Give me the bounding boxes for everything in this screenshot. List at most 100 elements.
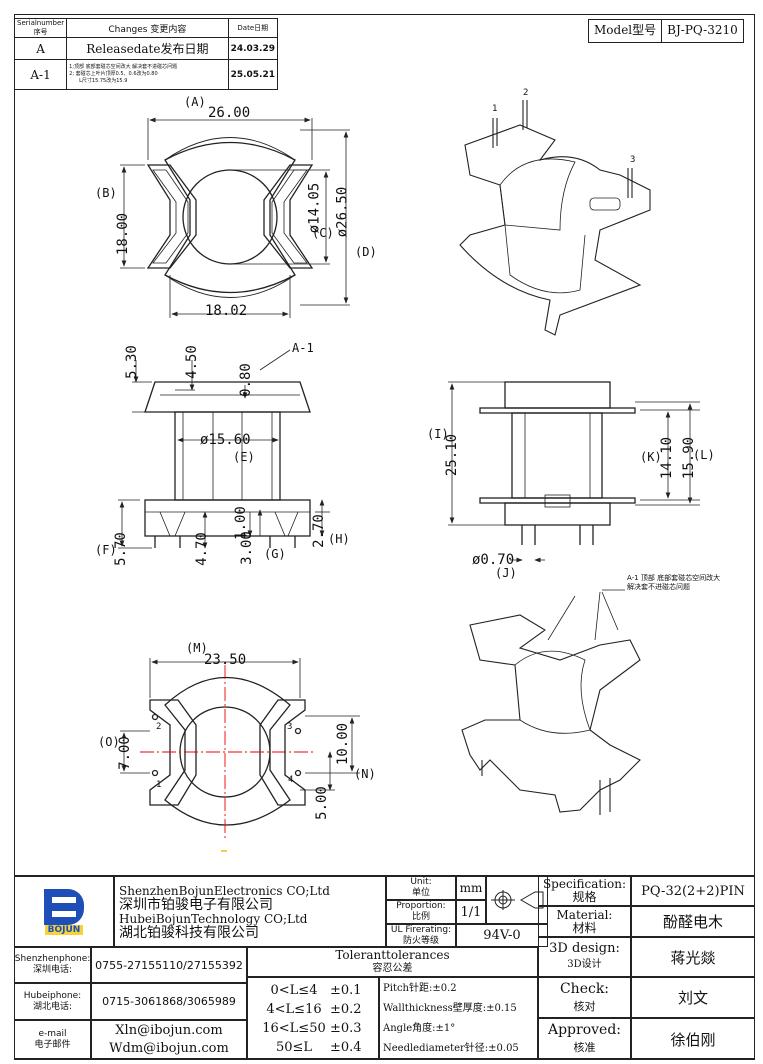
- dim-value-f: 5.70: [112, 532, 129, 566]
- dim-label-c: (C): [312, 226, 334, 240]
- dim-value-e: ø15.60: [200, 432, 251, 448]
- label-cn: 电子邮件: [34, 1040, 71, 1050]
- dim-label-n: (N): [354, 767, 376, 781]
- side-view-dims: [448, 381, 700, 563]
- rev-date-a1: 25.05.21: [227, 59, 279, 90]
- third-angle-projection-icon: [491, 890, 544, 910]
- contact-value-sz: 0755-27155110/27155392: [91, 947, 247, 983]
- model-box: Model型号 BJ-PQ-3210: [588, 19, 744, 43]
- label-cn: 防火等级: [402, 935, 439, 946]
- contact-label-sz: Shenzhenphone:深圳电话:: [14, 947, 91, 983]
- label-en: Unit:: [410, 877, 432, 887]
- label-en: Specification:: [542, 877, 627, 891]
- rev-note-line: 1;顶部 底部套碰芯空间改大 解决套不进碰芯问题: [69, 64, 178, 70]
- label-en: UL Firerating:: [390, 924, 452, 935]
- company-name-cn-1: 深圳市铂骏电子有限公司: [119, 896, 273, 913]
- design-value: 蒋光燚: [631, 937, 755, 977]
- logo-mark-icon: [44, 888, 84, 925]
- dim-label-e: (E): [233, 450, 255, 464]
- iso-note-line: A-1 顶部 底部套碰芯空间改大: [627, 574, 721, 582]
- side-view: [479, 381, 636, 545]
- model-label: Model型号: [594, 23, 657, 37]
- rev-changes-a: Releasedate发布日期: [66, 37, 229, 60]
- approved-value: 徐伯刚: [631, 1018, 755, 1060]
- bottom-view-dims: [120, 658, 360, 791]
- company-name-en-2: HubeiBojunTechnology CO;Ltd: [119, 911, 308, 926]
- dim-value-bottom: 18.02: [205, 303, 248, 319]
- dim-front-1: 5.30: [123, 345, 140, 379]
- dim-label-l: (L): [693, 448, 715, 462]
- tolerance-range: 16<L≤50: [262, 1020, 326, 1036]
- dim-label-m: (M): [186, 641, 208, 655]
- pin-label: 1: [156, 780, 162, 790]
- label-cn: 容忍公差: [372, 963, 413, 974]
- tolerance-range: 50≤L: [275, 1039, 313, 1055]
- dim-front-7: 2.70: [310, 514, 327, 548]
- dim-value-i: 25.10: [444, 433, 461, 477]
- spec-label: Specification:规格: [538, 876, 631, 906]
- tolerance-value: ±0.1: [330, 982, 362, 998]
- tolerance-value: ±0.4: [330, 1039, 362, 1055]
- tolerance-angle: Angle角度:±1°: [383, 1022, 456, 1034]
- company-logo: BOJUN: [14, 876, 114, 947]
- label-cn: 核对: [573, 999, 596, 1013]
- tolerance-needle: Needlediameter针径:±0.05: [383, 1042, 519, 1054]
- email-line: Xln@ibojun.com: [115, 1023, 223, 1038]
- rev-note-line: L尺寸15.75改为15.9: [79, 78, 128, 84]
- rev-tag-a1: A-1: [292, 341, 314, 355]
- contact-label-hb: Hubeiphone:湖北电话:: [14, 983, 91, 1020]
- tolerance-row: 50≤L ±0.4: [248, 1038, 378, 1057]
- label-en: Check:: [559, 980, 610, 997]
- projection-symbol: [486, 876, 548, 924]
- email-line: Wdm@ibojun.com: [109, 1041, 229, 1056]
- dim-label-d: (D): [355, 245, 377, 259]
- company-name-cn-2: 湖北铂骏科技有限公司: [119, 924, 259, 941]
- tolerance-wall: Wallthickness壁厚度:±0.15: [383, 1002, 517, 1014]
- iso-note: A-1 顶部 底部套碰芯空间改大 解决套不进碰芯问题: [627, 574, 720, 592]
- label-cn: 3D设计: [567, 959, 602, 970]
- dim-value-m: 23.50: [204, 652, 247, 668]
- dim-label-a: (A): [184, 95, 206, 109]
- label-cn: 规格: [572, 890, 597, 904]
- label-cn: 深圳电话:: [32, 965, 73, 975]
- front-view-dims: [118, 349, 330, 549]
- label-en: 3D design:: [549, 941, 620, 956]
- tolerance-value: ±0.3: [330, 1020, 362, 1036]
- company-names: ShenzhenBojunElectronics CO;Ltd 深圳市铂骏电子有…: [114, 876, 386, 947]
- dim-value-j: ø0.70: [472, 552, 515, 568]
- label-en: Approved:: [547, 1022, 622, 1038]
- design-label: 3D design: 3D设计: [538, 937, 631, 977]
- revision-table: Serialnumber序号 Changes 变更内容 Date日期 A Rel…: [13, 18, 279, 90]
- dim-value-o: 7.00: [116, 736, 133, 770]
- dim-front-2: 4.50: [183, 345, 200, 379]
- dim-value-d: ø26.50: [334, 186, 351, 238]
- company-name-en-1: ShenzhenBojunElectronics CO;Ltd: [119, 883, 330, 898]
- other-tolerances: Pitch针距:±0.2 Wallthickness壁厚度:±0.15 Angl…: [379, 977, 538, 1060]
- tolerance-row: 0<L≤4 ±0.1: [248, 981, 378, 1000]
- tolerance-range: 0<L≤4: [270, 982, 318, 998]
- contact-value-hb: 0715-3061868/3065989: [91, 983, 247, 1020]
- dim-label-j: (J): [495, 566, 517, 580]
- label-en: Shenzhenphone:: [14, 954, 91, 964]
- tolerance-value: ±0.2: [330, 1001, 362, 1017]
- label-cn: 材料: [572, 920, 597, 935]
- dim-value-k: 14.10: [659, 436, 676, 480]
- title-block: BOJUN ShenzhenBojunElectronics CO;Ltd 深圳…: [14, 875, 755, 1060]
- pin-label: 3: [287, 722, 293, 732]
- drawing-frame: [14, 14, 755, 1059]
- material-value: 酚醛电木: [631, 906, 755, 937]
- tolerance-row: 16<L≤50±0.3: [248, 1019, 378, 1038]
- rev-notes-a1: 1;顶部 底部套碰芯空间改大 解决套不进碰芯问题 2; 套碰芯上叶片顶厚0.5、…: [66, 59, 229, 90]
- dim-label-h: (H): [328, 532, 350, 546]
- dim-label-o: (O): [98, 735, 120, 749]
- tolerance-pitch: Pitch针距:±0.2: [383, 982, 457, 994]
- label-en: e-mail: [38, 1029, 67, 1039]
- dim-front-6: 1.00: [232, 506, 249, 540]
- tolerance-range: 4<L≤16: [266, 1001, 322, 1017]
- rev-note-line: 2; 套碰芯上叶片顶厚0.5、0.6改为0.80: [69, 71, 158, 77]
- label-cn: 比例: [411, 912, 430, 922]
- top-view: [146, 137, 314, 298]
- proportion-label: Proportion:比例: [386, 900, 456, 924]
